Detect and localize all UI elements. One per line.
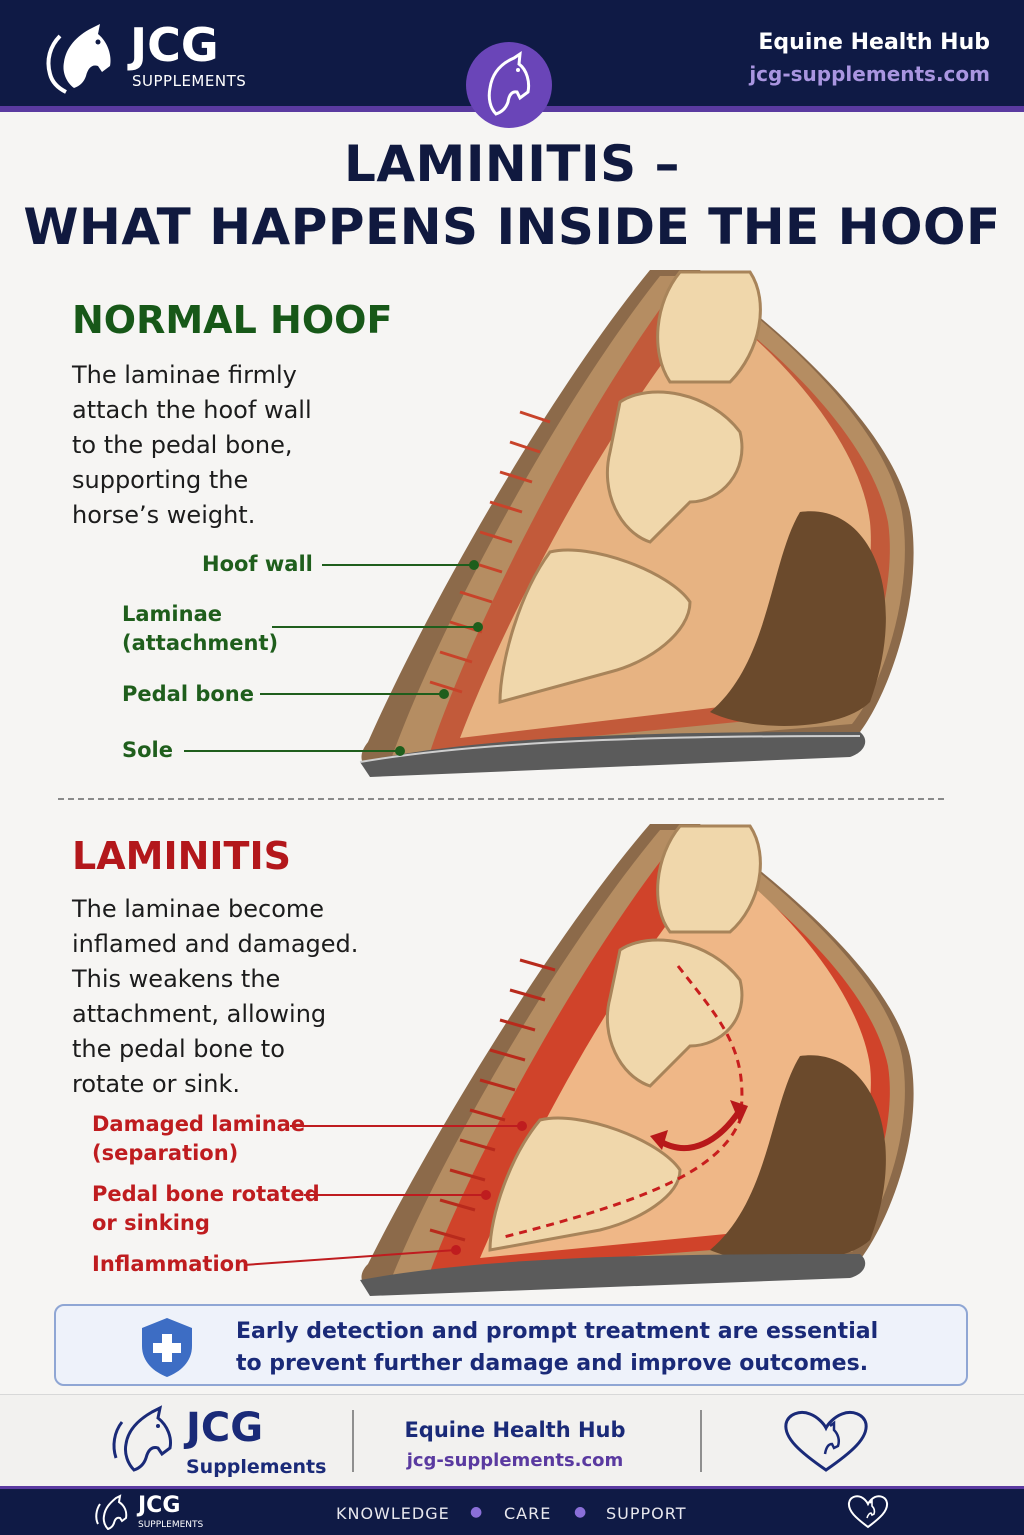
bottom-logo-text: JCG — [138, 1493, 181, 1518]
footer-url-link[interactable]: jcg-supplements.com — [406, 1450, 624, 1471]
bottom-stripe — [0, 1486, 1024, 1490]
footer-divider-left — [352, 1410, 354, 1472]
label-laminae: Laminae (attachment) — [122, 602, 279, 655]
label-pedal-bone: Pedal bone — [122, 682, 254, 706]
center-horse-badge-icon — [466, 42, 552, 128]
laminitis-label-leaders — [243, 1121, 527, 1266]
logo-text: JCG — [130, 18, 219, 72]
normal-hoof-illustration — [359, 270, 914, 777]
logo-subtext: SUPPLEMENTS — [132, 72, 247, 90]
bottom-horse-logo-icon — [95, 1494, 128, 1530]
page-title-line2: WHAT HAPPENS INSIDE THE HOOF — [23, 198, 1001, 256]
label-damaged-laminae: Damaged laminae (separation) — [92, 1112, 306, 1165]
bottom-word-support: SUPPORT — [606, 1504, 687, 1523]
label-inflammation: Inflammation — [92, 1252, 250, 1276]
callout-box — [54, 1304, 968, 1386]
page-title-line1: LAMINITIS – — [344, 135, 680, 193]
footer-divider-right — [700, 1410, 702, 1472]
laminitis-heading: LAMINITIS — [72, 834, 291, 878]
normal-hoof-heading: NORMAL HOOF — [72, 298, 393, 342]
bottom-word-care: CARE — [504, 1504, 552, 1523]
footer-hub-title: Equine Health Hub — [404, 1418, 626, 1442]
header-url-link[interactable]: jcg-supplements.com — [749, 62, 990, 86]
horse-logo-icon — [46, 24, 111, 94]
laminitis-hoof-illustration — [360, 824, 914, 1296]
header-hub-title: Equine Health Hub — [758, 30, 990, 55]
shield-plus-icon — [142, 1318, 192, 1377]
footer-horse-logo-icon — [112, 1405, 172, 1472]
laminitis-description: The laminae become inflamed and damaged.… — [72, 895, 359, 1098]
label-pedal-bone-rotated: Pedal bone rotated or sinking — [92, 1182, 320, 1235]
bottom-logo-subtext: SUPPLEMENTS — [138, 1520, 204, 1530]
footer-logo-text: JCG — [186, 1405, 264, 1451]
normal-hoof-description: The laminae firmly attach the hoof wall … — [72, 361, 312, 529]
heart-horse-icon — [784, 1410, 868, 1472]
bottom-dot-separator: ● — [574, 1504, 587, 1520]
label-sole: Sole — [122, 738, 173, 762]
bottom-heart-horse-icon — [847, 1495, 889, 1529]
footer-logo-subtext: Supplements — [186, 1456, 327, 1478]
section-divider — [58, 798, 944, 800]
callout-text: Early detection and prompt treatment are… — [236, 1319, 879, 1376]
bottom-word-knowledge: KNOWLEDGE — [336, 1504, 450, 1523]
normal-label-leaders — [184, 560, 483, 756]
label-hoof-wall: Hoof wall — [202, 552, 313, 576]
bottom-dot-separator: ● — [470, 1504, 483, 1520]
